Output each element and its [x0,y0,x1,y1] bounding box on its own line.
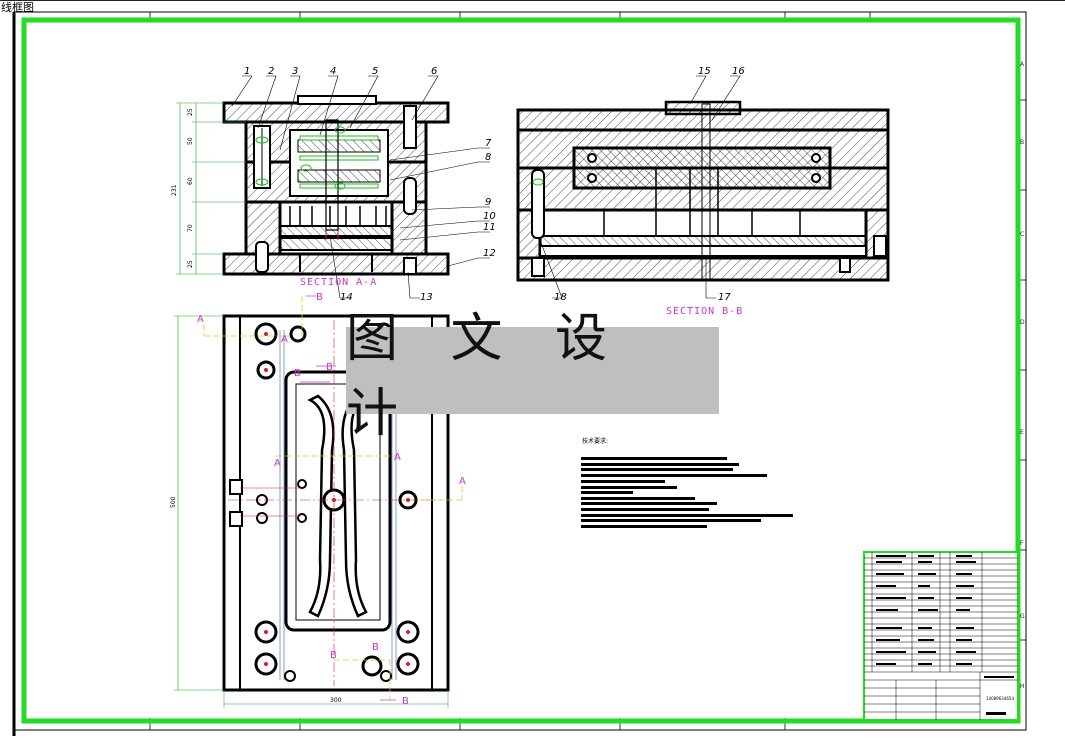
callout-6: 6 [431,66,437,77]
svg-text:70: 70 [187,224,194,232]
section-aa-callouts: 1 2 3 4 5 6 7 8 9 10 11 12 14 13 SECTION… [231,66,496,303]
callout-15: 15 [698,66,711,77]
svg-text:B: B [402,696,409,707]
section-bb-label: SECTION B-B [666,306,743,317]
callout-5: 5 [372,66,378,77]
svg-text:A: A [197,314,204,325]
section-aa-view[interactable] [222,95,450,276]
green-drawing-frame [21,17,1021,724]
zone-letter-h: H [1020,683,1025,690]
title-block-drawing-no: 14089634654 [986,696,1014,701]
svg-text:B: B [330,650,337,661]
svg-text:B: B [316,292,323,303]
zone-letter-d: D [1020,319,1025,326]
title-block: 14089634654 [863,551,1019,721]
callout-3: 3 [292,66,298,77]
svg-text:60: 60 [187,177,194,185]
callout-7: 7 [485,138,492,149]
zone-letter-g: G [1020,613,1025,620]
svg-text:A: A [459,476,466,487]
zone-letters: A B C D E F G H [1020,61,1025,690]
plan-view-dimensions: 500 300 [170,315,449,708]
window-tab-label[interactable]: 线框图 [1,1,34,14]
svg-text:500: 500 [170,496,177,508]
zone-letter-e: E [1020,429,1024,436]
callout-9: 9 [485,197,491,208]
zone-letter-a: A [1020,61,1025,68]
callout-1: 1 [244,66,250,77]
technical-notes: 技术要求: [581,437,793,528]
svg-text:50: 50 [187,137,194,145]
svg-text:25: 25 [187,108,194,116]
callout-16: 16 [732,66,745,77]
svg-text:B: B [372,642,379,653]
callout-17: 17 [718,292,731,303]
svg-text:231: 231 [171,184,178,196]
section-aa-dimensions: 25 50 60 70 25 231 [171,102,246,275]
svg-text:300: 300 [330,697,342,704]
svg-text:A: A [281,334,288,345]
zone-letter-f: F [1020,540,1024,547]
svg-text:B: B [326,362,333,373]
watermark-text: 图 文 设 计 [346,308,626,444]
callout-8: 8 [485,152,491,163]
window-top-edge [0,0,1065,1]
section-bb-view[interactable] [516,100,890,282]
svg-text:25: 25 [187,260,194,268]
zone-letter-c: C [1020,231,1024,238]
callout-14: 14 [340,292,353,303]
callout-10: 10 [483,211,496,222]
zone-letter-b: B [1020,139,1024,146]
plan-view[interactable] [203,295,463,701]
callout-11: 11 [483,222,496,233]
plan-view-letters: A A A A A B B B B B B [197,292,466,707]
watermark-overlay: 图 文 设 计 [346,309,719,444]
svg-text:B: B [294,368,301,379]
section-bb-callouts: 15 16 18 17 SECTION B-B [539,66,745,317]
svg-text:A: A [394,452,401,463]
svg-text:A: A [274,458,281,469]
section-aa-label: SECTION A-A [300,277,377,288]
callout-18: 18 [554,292,567,303]
callout-13: 13 [420,292,433,303]
callout-4: 4 [330,66,336,77]
callout-12: 12 [483,248,496,259]
callout-2: 2 [268,66,274,77]
notes-title: 技术要求: [582,437,608,445]
